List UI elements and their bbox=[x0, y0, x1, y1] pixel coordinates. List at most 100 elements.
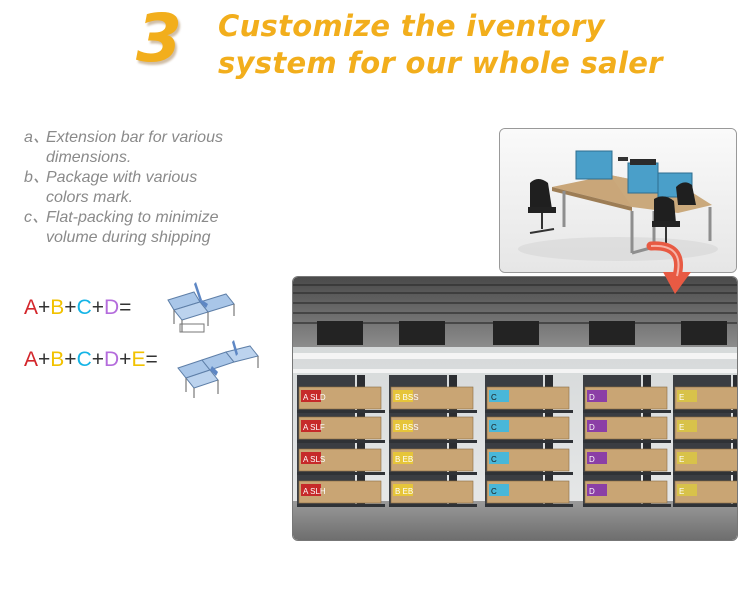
rack-shelf bbox=[297, 504, 385, 507]
rack-shelf bbox=[583, 410, 671, 413]
rack-shelf bbox=[389, 472, 477, 475]
formula-term: E bbox=[131, 348, 146, 371]
rack-shelf bbox=[673, 472, 737, 475]
box-color-label bbox=[489, 484, 509, 496]
office-workstation-image bbox=[499, 128, 737, 273]
formula-term: D bbox=[104, 296, 120, 319]
box-color-label bbox=[489, 390, 509, 402]
formula-operator: + bbox=[119, 348, 132, 371]
formula-abcde: A+B+C+D+E= bbox=[24, 348, 158, 372]
rack-shelf bbox=[485, 504, 573, 507]
rack-shelf bbox=[485, 472, 573, 475]
formula-operator: = bbox=[145, 348, 158, 371]
box-label-text: C bbox=[491, 393, 497, 402]
box-color-label bbox=[393, 452, 413, 464]
curved-arrow-icon bbox=[646, 241, 691, 294]
formula-term: A bbox=[24, 348, 39, 371]
desk-cluster-4-icon bbox=[167, 282, 235, 333]
feature-text: colors mark. bbox=[46, 189, 134, 206]
box-color-label bbox=[489, 420, 509, 432]
box-label-text: C bbox=[491, 423, 497, 432]
title-line-2: system for our whole saler bbox=[218, 46, 663, 80]
rack-shelf bbox=[673, 440, 737, 443]
box-color-label bbox=[393, 484, 413, 496]
box-color-label bbox=[587, 390, 607, 402]
formula-term: A bbox=[24, 296, 39, 319]
box-color-label bbox=[677, 484, 697, 496]
box-color-label bbox=[587, 420, 607, 432]
formula-term: C bbox=[76, 348, 92, 371]
formula-operator: + bbox=[64, 296, 77, 319]
box-color-label bbox=[393, 420, 413, 432]
formula-operator: + bbox=[38, 296, 51, 319]
formula-term: B bbox=[50, 296, 65, 319]
formula-operator: = bbox=[119, 296, 132, 319]
rack-shelf bbox=[389, 504, 477, 507]
box-label-text: E bbox=[679, 393, 684, 402]
feature-text: Extension bar for various bbox=[46, 129, 223, 146]
box-color-label bbox=[301, 420, 321, 432]
rack-shelf bbox=[297, 410, 385, 413]
rack-shelf bbox=[673, 410, 737, 413]
box-label-text: E bbox=[679, 487, 684, 496]
feature-text: Package with various bbox=[46, 169, 198, 186]
rack-shelf bbox=[673, 504, 737, 507]
box-color-label bbox=[677, 452, 697, 464]
rack-shelf bbox=[297, 472, 385, 475]
box-label-text: A SLH bbox=[303, 487, 326, 496]
formula-operator: + bbox=[91, 296, 104, 319]
box-color-label bbox=[489, 452, 509, 464]
box-label-text: E bbox=[679, 423, 684, 432]
box-label-text: C bbox=[491, 487, 497, 496]
box-label-text: A SLD bbox=[303, 393, 326, 402]
formula-operator: + bbox=[91, 348, 104, 371]
formula-term: C bbox=[76, 296, 92, 319]
feature-text: dimensions. bbox=[46, 149, 132, 166]
title-line-1: Customize the iventory bbox=[218, 9, 605, 43]
box-color-label bbox=[587, 452, 607, 464]
box-label-text: E bbox=[679, 455, 684, 464]
box-color-label bbox=[677, 390, 697, 402]
rack-shelf bbox=[583, 472, 671, 475]
formula-operator: + bbox=[64, 348, 77, 371]
rack-shelf bbox=[389, 440, 477, 443]
box-label-text: A SLF bbox=[303, 423, 325, 432]
feature-item-b: b、 Package with various colors mark. bbox=[24, 168, 294, 208]
page-title: Customize the iventory system for our wh… bbox=[218, 8, 663, 82]
box-label-text: B BSS bbox=[395, 393, 419, 402]
box-label-text: D bbox=[589, 487, 595, 496]
box-label-text: D bbox=[589, 393, 595, 402]
formula-abcd: A+B+C+D= bbox=[24, 296, 131, 320]
feature-text: Flat-packing to minimize bbox=[46, 209, 219, 226]
box-color-label bbox=[677, 420, 697, 432]
box-color-label bbox=[301, 390, 321, 402]
box-label-text: D bbox=[589, 455, 595, 464]
formula-operator: + bbox=[38, 348, 51, 371]
box-label-text: B BSS bbox=[395, 423, 419, 432]
box-label-text: D bbox=[589, 423, 595, 432]
box-color-label bbox=[301, 452, 321, 464]
box-label-text: C bbox=[491, 455, 497, 464]
box-color-label bbox=[301, 484, 321, 496]
feature-item-a: a、 Extension bar for various dimensions. bbox=[24, 128, 294, 168]
feature-text: volume during shipping bbox=[46, 229, 211, 246]
box-color-label bbox=[393, 390, 413, 402]
rack-shelf bbox=[485, 440, 573, 443]
desk-cluster-5-icon bbox=[177, 340, 259, 398]
box-label-text: B EB bbox=[395, 455, 413, 464]
formula-term: B bbox=[50, 348, 65, 371]
rack-shelf bbox=[583, 440, 671, 443]
formula-term: D bbox=[104, 348, 120, 371]
rack-shelf bbox=[389, 410, 477, 413]
box-color-label bbox=[587, 484, 607, 496]
rack-shelf bbox=[583, 504, 671, 507]
rack-shelf bbox=[297, 440, 385, 443]
rack-shelf bbox=[485, 410, 573, 413]
box-label-text: B EB bbox=[395, 487, 413, 496]
feature-marker: b、 bbox=[24, 169, 49, 186]
feature-marker: a、 bbox=[24, 129, 49, 146]
step-number: 3 bbox=[136, 0, 182, 77]
